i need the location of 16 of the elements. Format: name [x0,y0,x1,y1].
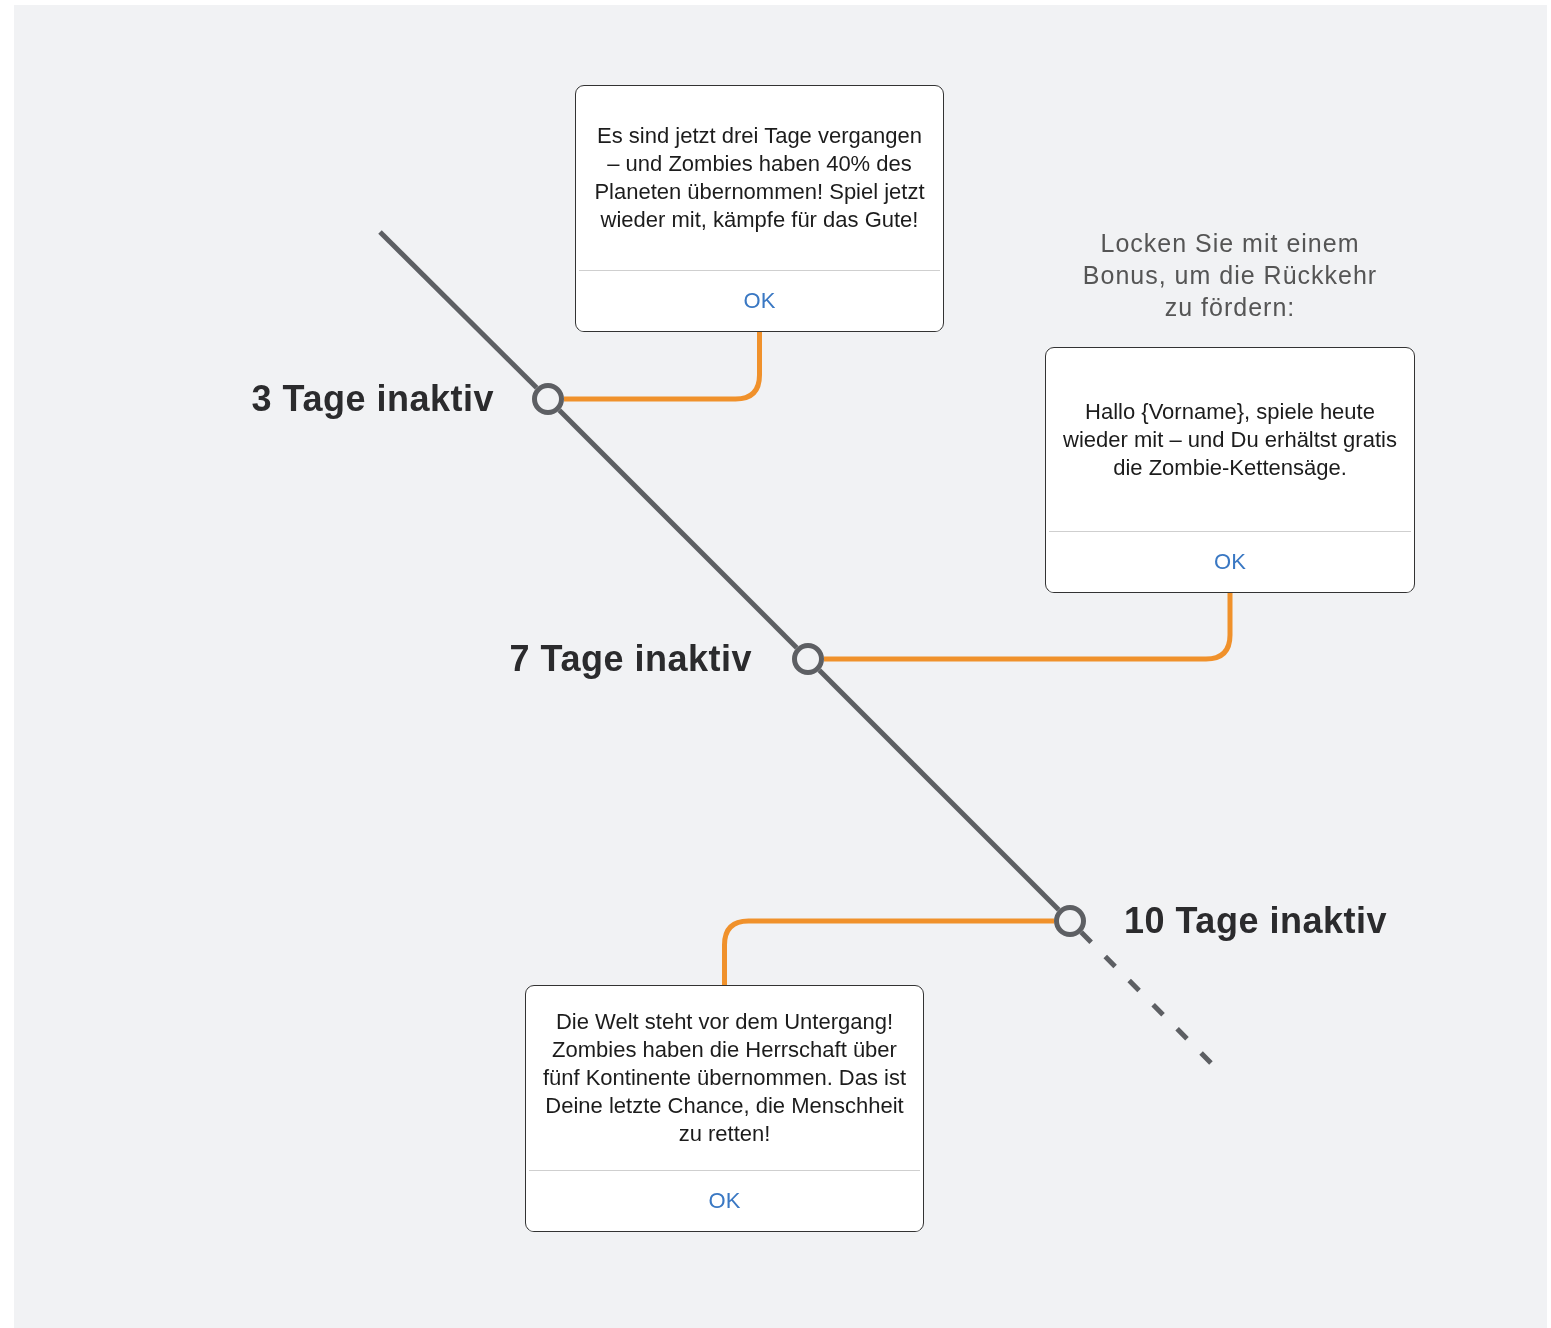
timeline-line [817,668,1061,912]
ok-button: OK [1049,531,1411,592]
connector-line [722,918,1054,985]
timeline-line [557,408,799,650]
ok-button: OK [579,270,940,331]
hint-text: Locken Sie mit einem Bonus, um die Rückkehr zu fördern: [1081,228,1379,323]
stage-label: 7 Tage inaktiv [509,639,752,679]
dialog-message: Hallo {Vorname}, spiele heute wieder mit – und Du erhältst gratis die Zombie-Kettensäge. [1062,397,1398,482]
dialog-message: Die Welt steht vor dem Untergang! Zombies haben die Herrschaft über fünf Kontinente übernommen. Das ist Deine letzte Chance, die Menschheit zu retten! [541,1008,908,1148]
connector-line [564,332,762,402]
timeline-line [378,230,539,390]
dialog-message: Es sind jetzt drei Tage vergangen – und Zombies haben 40% des Planeten übernommen! Spiel jetzt wieder mit, kämpfe für das Gute! [593,122,926,234]
stage-label: 10 Tage inaktiv [1124,901,1387,941]
ok-button: OK [529,1170,920,1231]
stage-label: 3 Tage inaktiv [251,379,494,419]
connector-line [824,593,1233,662]
